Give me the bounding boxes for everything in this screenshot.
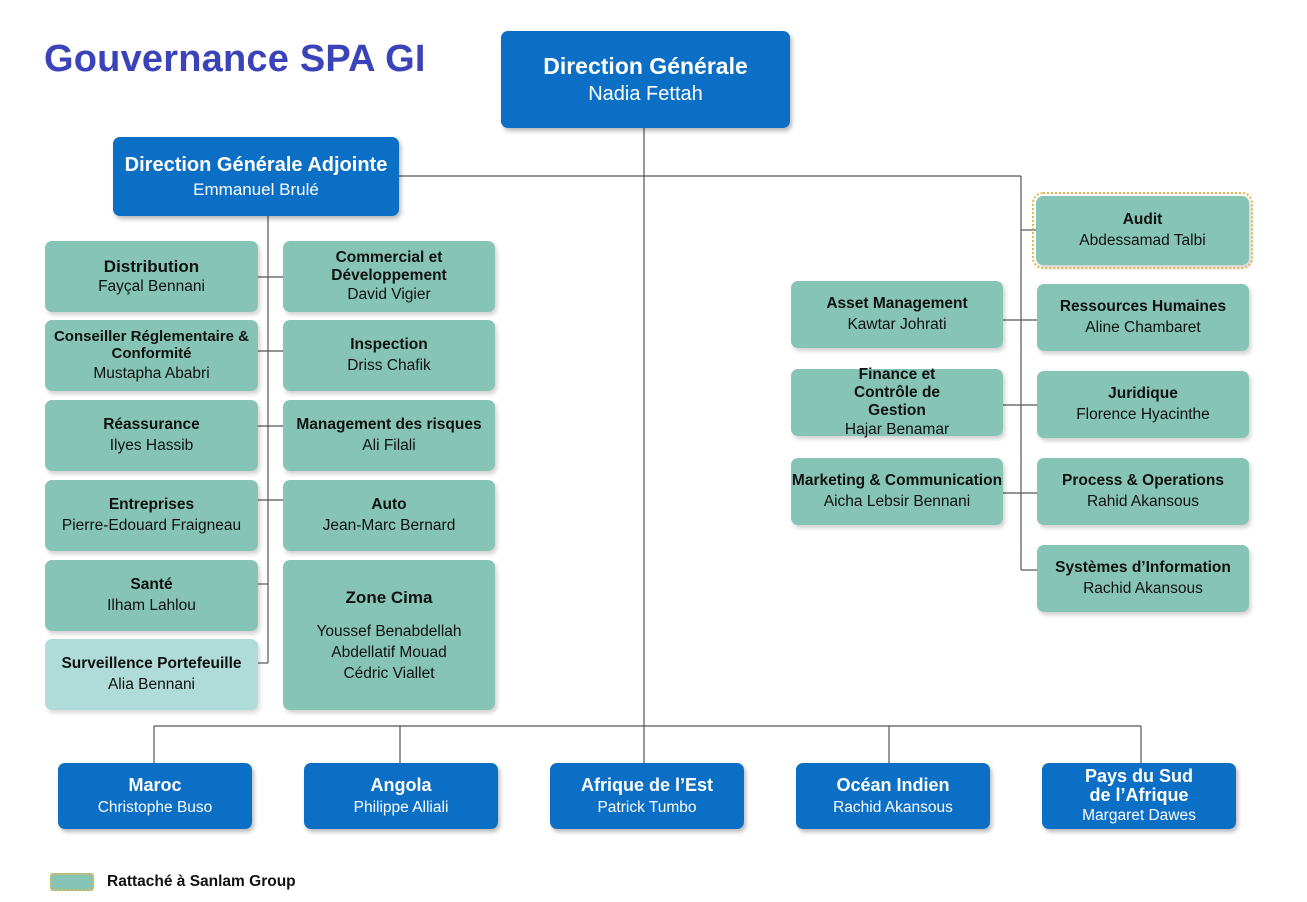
box-title: Systèmes d’Information [1055, 559, 1231, 577]
management-risques-box: Management des risques Ali Filali [283, 400, 495, 471]
box-title: Juridique [1108, 385, 1178, 403]
box-name: Mustapha Ababri [93, 365, 210, 383]
box-title: Marketing & Communication [791, 472, 1003, 490]
box-title: Asset Management [826, 295, 968, 313]
legend-label: Rattaché à Sanlam Group [107, 873, 296, 890]
surveillence-portefeuille-box: Surveillence Portefeuille Alia Bennani [45, 639, 258, 710]
box-name: Ilyes Hassib [109, 437, 194, 454]
country-ocean-indien-box: Océan Indien Rachid Akansous [796, 763, 990, 829]
box-name: Aicha Lebsir Bennani [823, 493, 971, 510]
box-name: Kawtar Johrati [847, 316, 947, 333]
box-name: Margaret Dawes [1082, 807, 1196, 825]
distribution-box: Distribution Fayçal Bennani [45, 241, 258, 312]
box-name: Fayçal Bennani [98, 278, 205, 296]
auto-box: Auto Jean-Marc Bernard [283, 480, 495, 551]
direction-generale-box: Direction Générale Nadia Fettah [501, 31, 790, 128]
country-maroc-box: Maroc Christophe Buso [58, 763, 252, 829]
process-operations-box: Process & Operations Rahid Akansous [1037, 458, 1249, 525]
box-name: Patrick Tumbo [597, 798, 697, 816]
finance-controle-box: Finance et Contrôle de Gestion Hajar Ben… [791, 365, 1003, 439]
box-title: Management des risques [296, 416, 482, 434]
legend-swatch [50, 873, 94, 891]
box-name: Abdessamad Talbi [1079, 232, 1206, 249]
box-title: Distribution [103, 256, 200, 276]
box-name: Hajar Benamar [844, 421, 950, 439]
asset-management-box: Asset Management Kawtar Johrati [791, 281, 1003, 348]
box-title: Surveillence Portefeuille [61, 655, 242, 673]
box-title: Auto [371, 496, 407, 514]
zone-cima-name: Youssef Benabdellah [316, 623, 462, 641]
box-title: Réassurance [103, 416, 200, 434]
box-title: Commercial et Développement [331, 248, 447, 284]
country-sud-afrique-box: Pays du Sud de l’Afrique Margaret Dawes [1042, 763, 1236, 829]
box-name: David Vigier [347, 286, 431, 304]
zone-cima-name: Abdellatif Mouad [331, 643, 447, 661]
box-title: Zone Cima [345, 587, 433, 607]
box-name: Jean-Marc Bernard [322, 517, 456, 534]
systemes-information-box: Systèmes d’Information Rachid Akansous [1037, 545, 1249, 612]
juridique-box: Juridique Florence Hyacinthe [1037, 371, 1249, 438]
entreprises-box: Entreprises Pierre-Edouard Fraigneau [45, 480, 258, 551]
box-name: Florence Hyacinthe [1076, 406, 1210, 423]
box-name: Driss Chafik [347, 357, 431, 374]
box-name: Aline Chambaret [1085, 319, 1201, 336]
box-name: Pierre-Edouard Fraigneau [61, 517, 242, 534]
country-afrique-est-box: Afrique de l’Est Patrick Tumbo [550, 763, 744, 829]
zone-cima-name: Cédric Viallet [343, 664, 435, 682]
box-name: Emmanuel Brulé [193, 179, 319, 199]
box-title: Direction Générale [543, 52, 748, 79]
box-name: Philippe Alliali [353, 798, 449, 816]
commercial-developpement-box: Commercial et Développement David Vigier [283, 241, 495, 312]
page-title: Gouvernance SPA GI [44, 38, 426, 80]
sante-box: Santé Ilham Lahlou [45, 560, 258, 631]
box-title: Santé [130, 576, 173, 594]
box-title: Finance et Contrôle de Gestion [853, 365, 941, 419]
box-title: Audit [1122, 211, 1163, 229]
box-title: Inspection [350, 336, 428, 354]
box-title: Océan Indien [836, 775, 950, 796]
box-title: Ressources Humaines [1059, 298, 1227, 316]
box-name: Nadia Fettah [588, 83, 703, 106]
box-title: Angola [370, 775, 432, 796]
box-title: Pays du Sud de l’Afrique [1084, 765, 1194, 805]
box-title: Process & Operations [1062, 472, 1224, 490]
conformite-box: Conseiller Réglementaire & Conformité Mu… [45, 320, 258, 391]
box-name: Christophe Buso [97, 798, 213, 816]
reassurance-box: Réassurance Ilyes Hassib [45, 400, 258, 471]
box-title: Afrique de l’Est [580, 775, 714, 796]
country-angola-box: Angola Philippe Alliali [304, 763, 498, 829]
box-name: Rahid Akansous [1086, 493, 1200, 510]
inspection-box: Inspection Driss Chafik [283, 320, 495, 391]
box-name: Rachid Akansous [1083, 580, 1203, 597]
direction-generale-adjointe-box: Direction Générale Adjointe Emmanuel Bru… [113, 137, 399, 216]
box-title: Conseiller Réglementaire & Conformité [53, 327, 250, 363]
box-title: Direction Générale Adjointe [124, 153, 388, 176]
box-name: Alia Bennani [107, 676, 196, 693]
zone-cima-box: Zone Cima Youssef Benabdellah Abdellatif… [283, 560, 495, 710]
box-title: Entreprises [108, 496, 195, 514]
box-name: Ilham Lahlou [107, 597, 196, 614]
marketing-communication-box: Marketing & Communication Aicha Lebsir B… [791, 458, 1003, 525]
box-title: Maroc [128, 775, 182, 796]
box-name: Rachid Akansous [833, 798, 953, 816]
ressources-humaines-box: Ressources Humaines Aline Chambaret [1037, 284, 1249, 351]
audit-box: Audit Abdessamad Talbi [1032, 192, 1253, 269]
box-name: Ali Filali [362, 437, 416, 454]
